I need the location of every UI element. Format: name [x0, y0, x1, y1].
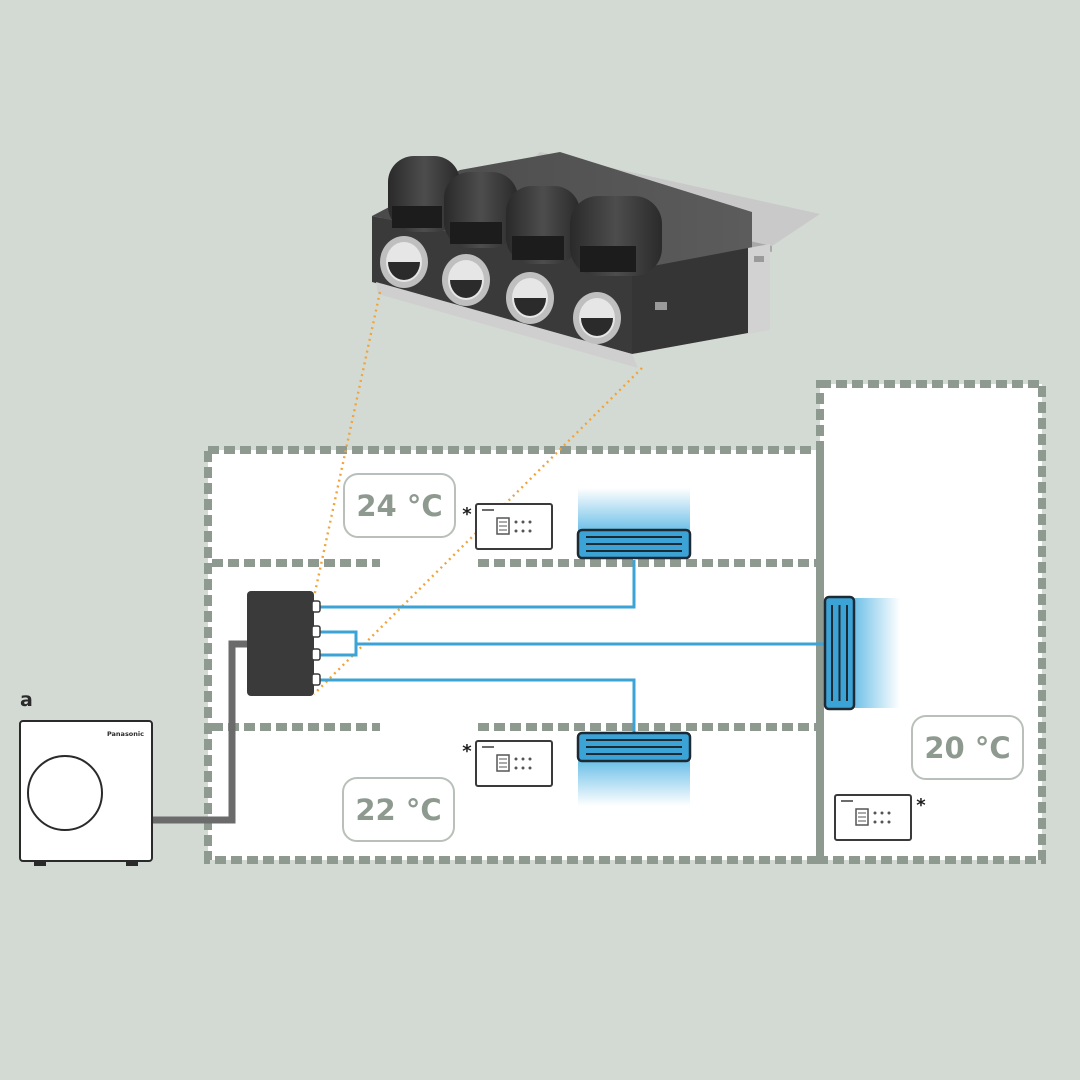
controller-room-1[interactable]: *	[462, 503, 553, 550]
temp-badge-room-1: 24 °C	[343, 473, 456, 538]
room-2-temperature: 22 °C	[355, 793, 441, 827]
indoor-unit-top	[576, 528, 692, 560]
pipe-to-top-unit	[318, 560, 636, 609]
controller-room-3[interactable]: *	[834, 794, 926, 841]
unit-front	[372, 216, 632, 354]
outlet-3	[506, 272, 554, 324]
outdoor-unit-brand: Panasonic	[107, 730, 144, 738]
walls	[204, 380, 1046, 864]
room-3-temperature: 20 °C	[924, 731, 1010, 765]
leader-lines	[312, 291, 643, 695]
controller-3-asterisk: *	[916, 795, 926, 816]
distribution-box	[247, 591, 321, 696]
duct-unit-illustration	[372, 152, 820, 368]
unit-side	[632, 248, 748, 354]
room-1-temperature: 24 °C	[356, 489, 442, 523]
temp-badge-room-2: 22 °C	[342, 777, 455, 842]
outdoor-unit: a Panasonic	[19, 689, 153, 866]
outdoor-unit-label: a	[20, 689, 33, 711]
airflow-bottom	[578, 760, 690, 806]
controller-2-asterisk: *	[462, 741, 472, 762]
indoor-unit-bottom	[576, 731, 692, 763]
fan-housings	[388, 156, 662, 276]
outlet-2	[442, 254, 490, 306]
controller-1-asterisk: *	[462, 504, 472, 525]
refrigerant-pipes	[318, 560, 826, 736]
pipe-to-bottom-unit	[318, 678, 636, 736]
duct-outlets	[380, 236, 621, 344]
indoor-unit-right	[823, 595, 856, 711]
temp-badge-room-3: 20 °C	[911, 715, 1024, 780]
controller-room-2[interactable]: *	[462, 740, 553, 787]
right-room-wall	[816, 380, 1046, 864]
airflow-right	[852, 598, 900, 708]
outdoor-pipe	[152, 640, 248, 824]
outlet-4	[573, 292, 621, 344]
outlet-1	[380, 236, 428, 288]
airflow-top	[578, 488, 690, 532]
